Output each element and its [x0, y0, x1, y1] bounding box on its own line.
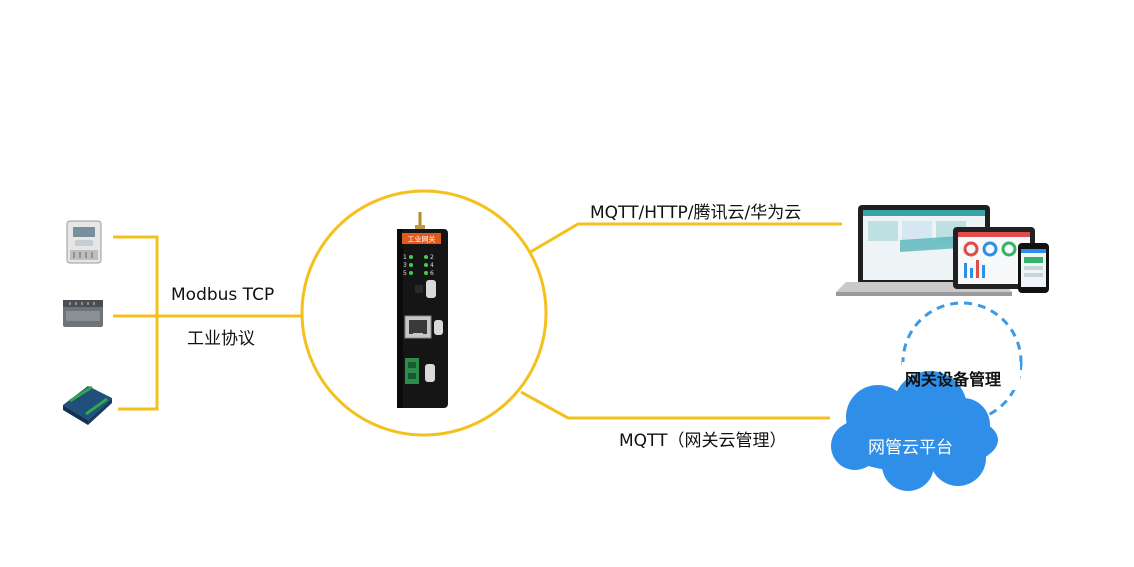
gateway-led-label: 3 [403, 262, 407, 269]
cloud-bubble-label: 网关设备管理 [905, 366, 1001, 390]
left-bracket [113, 237, 302, 409]
io-module-device [63, 386, 112, 425]
cloud-platform-label: 网管云平台 [868, 433, 953, 458]
gateway-led [409, 263, 413, 267]
gateway-led [424, 255, 428, 259]
gateway-led-label: 2 [430, 254, 434, 261]
devices-screens [836, 205, 1049, 296]
gateway-led-label: 6 [430, 270, 434, 277]
gateway-brand-text: 工业网关 [408, 235, 436, 244]
gateway-led [424, 271, 428, 275]
top-protocols-label: MQTT/HTTP/腾讯云/华为云 [590, 198, 801, 223]
gateway-led [409, 271, 413, 275]
gateway-led-label: 1 [403, 254, 407, 261]
gateway-led-label: 4 [430, 262, 434, 269]
left-protocol-cn-label: 工业协议 [187, 324, 255, 349]
plc-device [63, 300, 103, 327]
electric-meter-device [67, 221, 101, 263]
left-protocol-label: Modbus TCP [171, 285, 274, 305]
gateway-led [424, 263, 428, 267]
terminal-block [405, 358, 419, 384]
gateway-led-label: 5 [403, 270, 407, 277]
gateway-device: 工业网关 1 2 3 4 5 6 [397, 212, 448, 408]
gateway-button [415, 285, 423, 293]
right-connectors [521, 224, 842, 418]
cloud-platform [831, 303, 1021, 491]
gateway-led [409, 255, 413, 259]
bottom-protocol-label: MQTT（网关云管理） [619, 426, 787, 451]
